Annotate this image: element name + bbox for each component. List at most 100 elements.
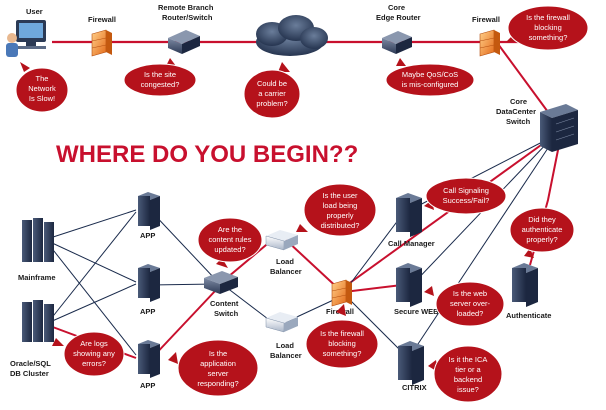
carrier-cloud-icon[interactable] — [256, 15, 328, 56]
bubble-logs-line2: showing any — [73, 349, 115, 358]
bubble-network-slow-line2: Network — [28, 84, 56, 93]
branch-router-label-2: Router/Switch — [162, 13, 213, 22]
app-server-icon[interactable] — [138, 340, 160, 378]
edge-router-label-2: Edge Router — [376, 13, 421, 22]
core-dc-label-1: Core — [510, 97, 527, 106]
bubble-web-overloaded: Is the web server over- loaded? — [424, 281, 505, 327]
link-app1-cs — [149, 209, 217, 281]
load-balancer-icon[interactable] — [265, 312, 298, 333]
bubble-fw-mid-line1: Is the firewall — [320, 329, 364, 338]
firewall-icon[interactable] — [331, 279, 352, 307]
bubble-logs-errors: Are logs showing any errors? — [52, 331, 125, 377]
firewall-icon[interactable] — [91, 29, 112, 57]
bubble-authenticate: Did they authenticate properly? — [509, 207, 575, 258]
branch-router-icon[interactable] — [168, 30, 200, 54]
mainframe-icon[interactable] — [22, 218, 54, 262]
core-dc-label-3: Switch — [506, 117, 531, 126]
core-switch-icon[interactable] — [540, 104, 578, 152]
link-db-app2 — [49, 283, 137, 323]
load-balancer-icon[interactable] — [265, 230, 298, 251]
bubble-logs-line3: errors? — [82, 359, 106, 368]
link-mf-app1 — [49, 209, 137, 239]
bubble-qos-line2: is mis-configured — [402, 80, 459, 89]
bubble-site-congested: Is the site congested? — [123, 58, 197, 97]
link-lbtop-fw — [285, 239, 343, 293]
citrix-server-icon[interactable] — [398, 341, 424, 385]
link-cs-lbbot — [221, 283, 273, 323]
link-fw-cm — [343, 214, 403, 293]
lb-top-label-2: Balancer — [270, 267, 302, 276]
bubble-content-rules-line2: content rules — [209, 235, 252, 244]
edge-router-icon[interactable] — [382, 31, 412, 54]
link-fw-web — [343, 284, 403, 293]
bubble-fw-mid-line3: something? — [323, 349, 362, 358]
bubble-ica-line2: tier or a — [455, 365, 481, 374]
bubble-user-load-line1: Is the user — [322, 191, 358, 200]
lb-top-label-1: Load — [276, 257, 294, 266]
bubble-user-load-line2: load being — [323, 201, 358, 210]
oracle-label-2: DB Cluster — [10, 369, 49, 378]
bubble-network-slow-line3: Is Slow! — [29, 94, 55, 103]
link-core-citrix — [413, 141, 553, 351]
user-computer-icon[interactable] — [6, 20, 46, 57]
link-fw-citrix — [343, 293, 403, 353]
bubble-user-load: Is the user load being properly distribu… — [296, 183, 377, 237]
core-dc-label-2: DataCenter — [496, 107, 536, 116]
bubble-ica-line1: Is it the ICA — [449, 355, 488, 364]
oracle-label-1: Oracle/SQL — [10, 359, 51, 368]
bubble-user-load-line3: properly — [326, 211, 353, 220]
link-app3-cs — [149, 289, 217, 361]
link-mf-app2 — [49, 241, 137, 283]
bubble-app-line2: application — [200, 359, 236, 368]
bubble-fw-top-line1: Is the firewall — [526, 13, 570, 22]
bubble-ica-tier: Is it the ICA tier or a backend issue? — [428, 345, 503, 403]
bubble-carrier-problem: Could be a carrier problem? — [243, 62, 301, 119]
user-label: User — [26, 7, 43, 16]
bubble-ica-line4: issue? — [457, 385, 479, 394]
link-fw-to-core — [497, 43, 549, 113]
bubble-app-server: Is the application server responding? — [168, 339, 259, 397]
app-server-icon[interactable] — [138, 264, 160, 302]
secure-web-label: Secure WEB — [394, 307, 439, 316]
bubble-firewall-top: Is the firewall blocking something? — [506, 5, 589, 51]
bubble-carrier-line2: a carrier — [258, 89, 286, 98]
headline: WHERE DO YOU BEGIN?? — [56, 141, 358, 168]
bubble-call-sig-line2: Success/Fail? — [443, 196, 490, 205]
bubble-web-line2: server over- — [450, 299, 491, 308]
oracle-db-cluster-icon[interactable] — [22, 300, 54, 342]
bubble-carrier-line3: problem? — [256, 99, 287, 108]
bubble-call-sig-line1: Call Signaling — [443, 186, 489, 195]
bubble-web-line3: loaded? — [457, 309, 484, 318]
app-server-icon[interactable] — [138, 192, 160, 230]
bubble-user-load-line4: distributed? — [321, 221, 360, 230]
firewall-icon[interactable] — [479, 29, 500, 57]
firewall-top-left-label: Firewall — [88, 15, 116, 24]
bubble-site-congested-line1: Is the site — [144, 70, 176, 79]
lb-bottom-label-1: Load — [276, 341, 294, 350]
bubble-logs-line1: Are logs — [80, 339, 108, 348]
bubble-app-line4: responding? — [197, 379, 238, 388]
bubble-content-rules-line1: Are the — [218, 225, 242, 234]
call-manager-server-icon[interactable] — [396, 193, 422, 237]
branch-router-label-1: Remote Branch — [158, 3, 214, 12]
bubble-fw-top-line3: something? — [529, 33, 568, 42]
bubble-content-rules: Are the content rules updated? — [197, 217, 263, 268]
bubble-fw-mid-line2: blocking — [328, 339, 356, 348]
bubble-content-rules-line3: updated? — [214, 245, 245, 254]
link-db-app1 — [49, 211, 137, 321]
web-server-icon[interactable] — [396, 263, 422, 307]
bubble-fw-top-line2: blocking — [534, 23, 562, 32]
auth-server-icon[interactable] — [512, 263, 538, 307]
bubble-ica-line3: backend — [454, 375, 482, 384]
bubble-app-line3: server — [208, 369, 229, 378]
bubble-qos-line1: Maybe QoS/CoS — [402, 70, 458, 79]
bubble-auth-line3: properly? — [526, 235, 557, 244]
mainframe-label: Mainframe — [18, 273, 56, 282]
app2-label: APP — [140, 307, 155, 316]
link-core-fwmid — [339, 139, 549, 291]
bubble-carrier-line1: Could be — [257, 79, 287, 88]
bubble-network-slow-line1: The — [36, 74, 49, 83]
content-switch-icon[interactable] — [204, 271, 238, 294]
